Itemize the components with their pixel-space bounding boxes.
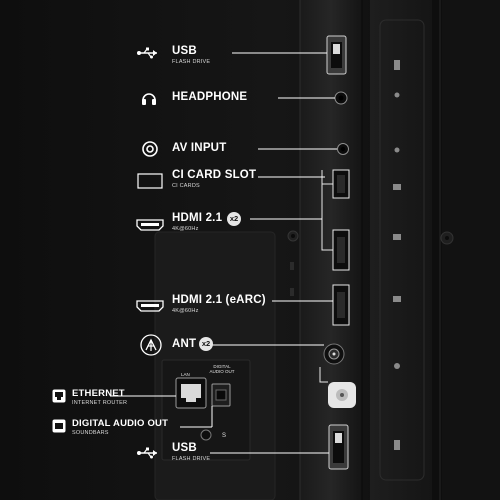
ant-title: ANT: [172, 338, 197, 350]
ci-card-title: CI CARD SLOT: [172, 169, 257, 181]
ci-card-icon: [137, 173, 163, 194]
optical-icon: [52, 419, 66, 438]
antenna-icon: [140, 334, 162, 361]
hdmi-b-title: HDMI 2.1 (eARC): [172, 294, 266, 306]
lan-port-label: LAN: [181, 372, 190, 377]
digital-audio-title: DIGITAL AUDIO OUT: [72, 418, 169, 429]
digital-audio-port-label: DIGITAL AUDIO OUT: [209, 364, 235, 374]
ci-card-label: CI CARD SLOT CI CARDS: [172, 169, 257, 189]
hdmi-a-title: HDMI 2.1: [172, 212, 223, 224]
ant-label: ANT: [172, 338, 197, 351]
hdmi-earc-icon: [136, 299, 164, 317]
hdmi-a-label: HDMI 2.1 4K@60Hz: [172, 212, 223, 232]
ethernet-label: ETHERNET INTERNET ROUTER: [72, 389, 127, 406]
usb-bottom-label: USB FLASH DRIVE: [172, 442, 211, 462]
hdmi-a-subtitle: 4K@60Hz: [172, 225, 199, 232]
headphone-title: HEADPHONE: [172, 91, 248, 103]
usb-top-subtitle: FLASH DRIVE: [172, 58, 211, 65]
usb-bottom-subtitle: FLASH DRIVE: [172, 455, 211, 462]
hdmi-b-label: HDMI 2.1 (eARC) 4K@60Hz: [172, 294, 266, 314]
hdmi-b-subtitle: 4K@60Hz: [172, 307, 199, 314]
usb-bottom-icon: [137, 446, 159, 464]
hdmi-count-badge: x2: [227, 212, 241, 226]
ethernet-icon: [52, 389, 66, 408]
ci-card-subtitle: CI CARDS: [172, 182, 200, 189]
headphone-label: HEADPHONE: [172, 91, 248, 104]
usb-top-title: USB: [172, 45, 197, 57]
av-input-title: AV INPUT: [172, 142, 227, 154]
av-input-label: AV INPUT: [172, 142, 227, 155]
hdmi-icon: [136, 218, 164, 236]
s-port-label: S: [222, 433, 227, 439]
digital-audio-label: DIGITAL AUDIO OUT SOUNDBARS: [72, 419, 168, 436]
headphone-icon: [141, 90, 157, 110]
ant-count-badge: x2: [199, 337, 213, 351]
usb-top-label: USB FLASH DRIVE: [172, 45, 211, 65]
ethernet-title: ETHERNET: [72, 388, 125, 399]
ethernet-subtitle: INTERNET ROUTER: [72, 399, 128, 406]
usb-icon: [137, 46, 159, 64]
usb-bottom-title: USB: [172, 442, 197, 454]
av-input-icon: [142, 141, 158, 162]
digital-audio-subtitle: SOUNDBARS: [72, 429, 109, 436]
